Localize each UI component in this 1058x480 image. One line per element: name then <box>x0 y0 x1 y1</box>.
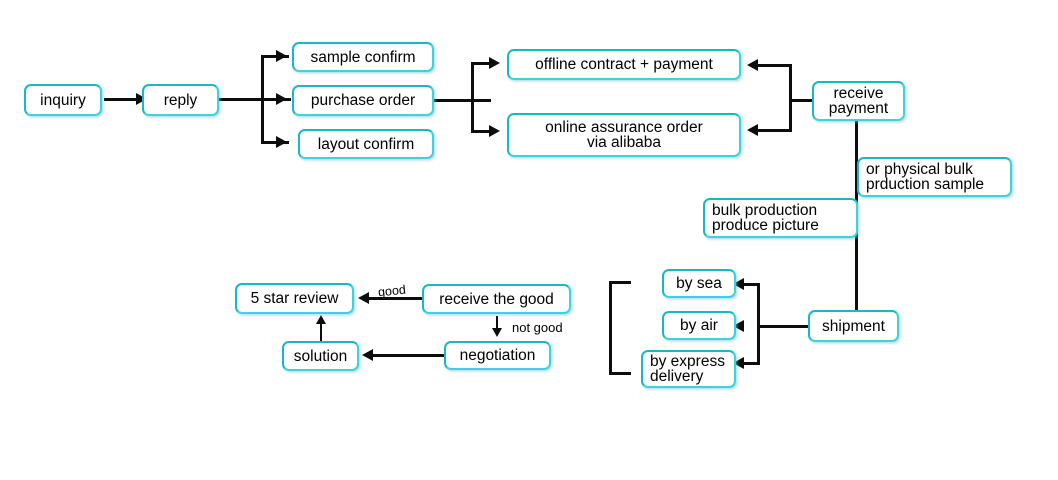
arrowhead-to-online-assurance <box>489 125 500 137</box>
node-receive-the-good[interactable]: receive the good <box>422 284 571 314</box>
arrowhead-to-by-air <box>733 320 744 332</box>
arrowhead-to-sample-confirm <box>276 50 287 62</box>
arrowhead-to-negotiation <box>492 328 502 337</box>
arrowhead-negotiation-to-solution <box>362 349 373 361</box>
node-purchase-order[interactable]: purchase order <box>292 85 434 116</box>
edge-receive-payment-trunk <box>790 99 812 102</box>
arrowhead-to-by-express <box>733 357 744 369</box>
arrowhead-to-offline-contract <box>489 57 500 69</box>
edge-shipment-branch-spine <box>757 283 760 365</box>
node-reply[interactable]: reply <box>142 84 219 116</box>
arrowhead-solution-to-review <box>316 315 326 324</box>
edge-label-good: good <box>377 282 407 300</box>
node-solution[interactable]: solution <box>282 341 359 371</box>
arrowhead-payment-to-online <box>747 124 758 136</box>
edge-payment-to-offline <box>757 64 792 67</box>
edge-receive-payment-spine <box>789 64 792 132</box>
edge-solution-to-review <box>320 322 322 342</box>
edge-branch-to-by-express <box>743 362 760 365</box>
edge-label-not-good: not good <box>512 320 563 335</box>
node-by-sea[interactable]: by sea <box>662 269 736 298</box>
edge-branch-to-offline <box>471 62 494 65</box>
arrowhead-inquiry-to-reply <box>136 93 147 105</box>
edge-reply-branch-spine <box>261 55 264 144</box>
edge-inquiry-to-reply <box>104 98 138 101</box>
node-offline-contract[interactable]: offline contract + payment <box>507 49 741 80</box>
arrowhead-to-layout-confirm <box>276 136 287 148</box>
edge-shipment-trunk <box>758 325 810 328</box>
arrowhead-good-to-review <box>358 292 369 304</box>
node-by-air[interactable]: by air <box>662 311 736 340</box>
edge-branch-to-sample <box>261 55 289 58</box>
edge-negotiation-to-solution <box>372 354 444 357</box>
node-online-assurance[interactable]: online assurance order via alibaba <box>507 113 741 157</box>
edge-receive-good-to-negotiation <box>496 316 498 334</box>
edge-branch-to-layout <box>261 141 289 144</box>
edge-purchase-trunk <box>434 99 491 102</box>
node-by-express-delivery[interactable]: by express delivery <box>641 350 736 388</box>
node-bulk-production[interactable]: bulk production produce picture <box>703 198 858 238</box>
node-shipment[interactable]: shipment <box>808 310 899 342</box>
shipping-methods-bracket <box>609 281 631 375</box>
node-receive-payment[interactable]: receive payment <box>812 81 905 121</box>
edge-branch-to-online <box>471 130 494 133</box>
edge-branch-to-by-sea <box>743 283 760 286</box>
arrowhead-to-by-sea <box>733 278 744 290</box>
node-physical-sample[interactable]: or physical bulk prduction sample <box>857 157 1012 197</box>
edge-reply-trunk <box>219 98 291 101</box>
arrowhead-to-purchase-order <box>276 93 287 105</box>
node-5-star-review[interactable]: 5 star review <box>235 283 354 314</box>
node-sample-confirm[interactable]: sample confirm <box>292 42 434 72</box>
node-inquiry[interactable]: inquiry <box>24 84 102 116</box>
node-layout-confirm[interactable]: layout confirm <box>298 129 434 159</box>
edge-good-to-review <box>368 297 424 300</box>
node-negotiation[interactable]: negotiation <box>444 341 551 370</box>
edge-payment-to-online <box>757 129 792 132</box>
edge-order-branch-spine <box>471 62 474 133</box>
arrowhead-payment-to-offline <box>747 59 758 71</box>
